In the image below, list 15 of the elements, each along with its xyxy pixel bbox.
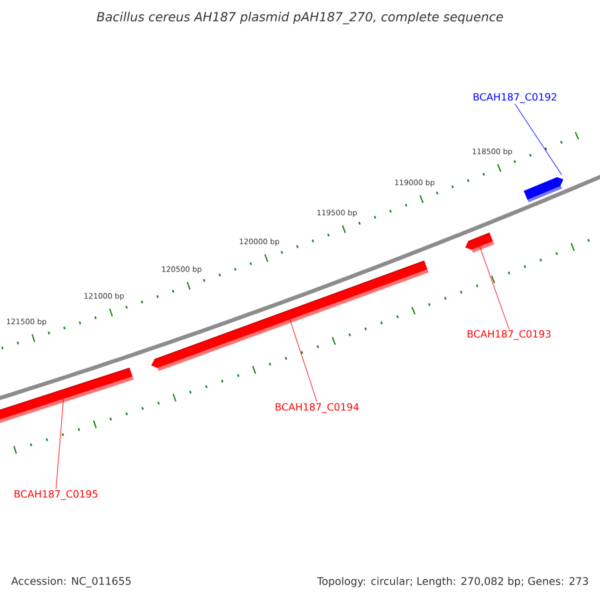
- gene-label: BCAH187_C0194: [276, 403, 359, 413]
- gene-feature: [524, 177, 564, 202]
- leader-line: [479, 246, 510, 330]
- gene-feature: [0, 368, 134, 424]
- title: Bacillus cereus AH187 plasmid pAH187_270, complete sequence: [96, 12, 503, 24]
- footer-text: Topology: circular; Length: 270,082 bp; Genes: 273: [317, 576, 588, 588]
- gene-feature: [465, 232, 494, 253]
- leader-line: [56, 398, 64, 490]
- leader-line: [514, 104, 562, 176]
- gene-label: BCAH187_C0193: [468, 330, 550, 340]
- leader-line: [290, 319, 318, 402]
- gene-label: BCAH187_C0192: [474, 93, 556, 103]
- gene-feature: [151, 260, 429, 371]
- footer-text: Accession: NC_011655: [11, 576, 131, 588]
- gene-label: BCAH187_C0195: [14, 490, 98, 500]
